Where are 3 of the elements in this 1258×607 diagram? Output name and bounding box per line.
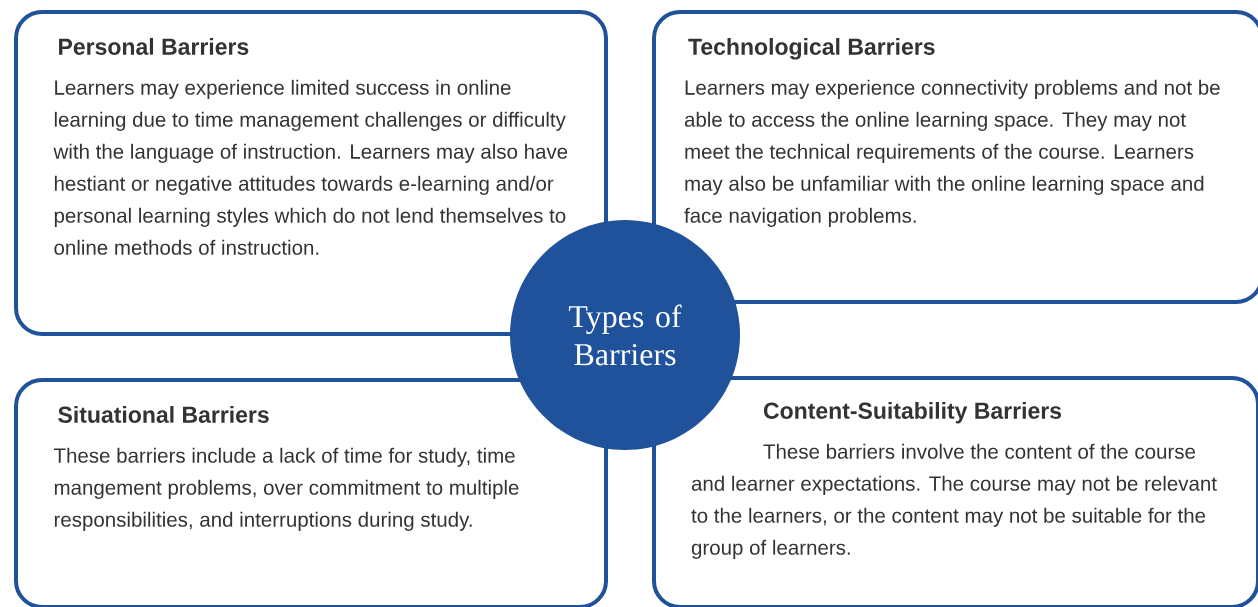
- text-box: Content-Suitability Barriers These barriers involve the content of the course and learner expectations. The course may not be relevant to the learners, or the content may not be suitable for the group of learners.: [652, 376, 1258, 607]
- text-box: Situational Barriers These barriers include a lack of time for study, time mangement problems, over commitment to multiple responsibilities, and interruptions during study.: [14, 378, 608, 607]
- text-box: Technological Barriers Learners may experience connectivity problems and not be able to access the online learning space. They may not meet the technical requirements of the course. Learners may also be unfamiliar with the online learning space and face navigation problems.: [652, 10, 1258, 304]
